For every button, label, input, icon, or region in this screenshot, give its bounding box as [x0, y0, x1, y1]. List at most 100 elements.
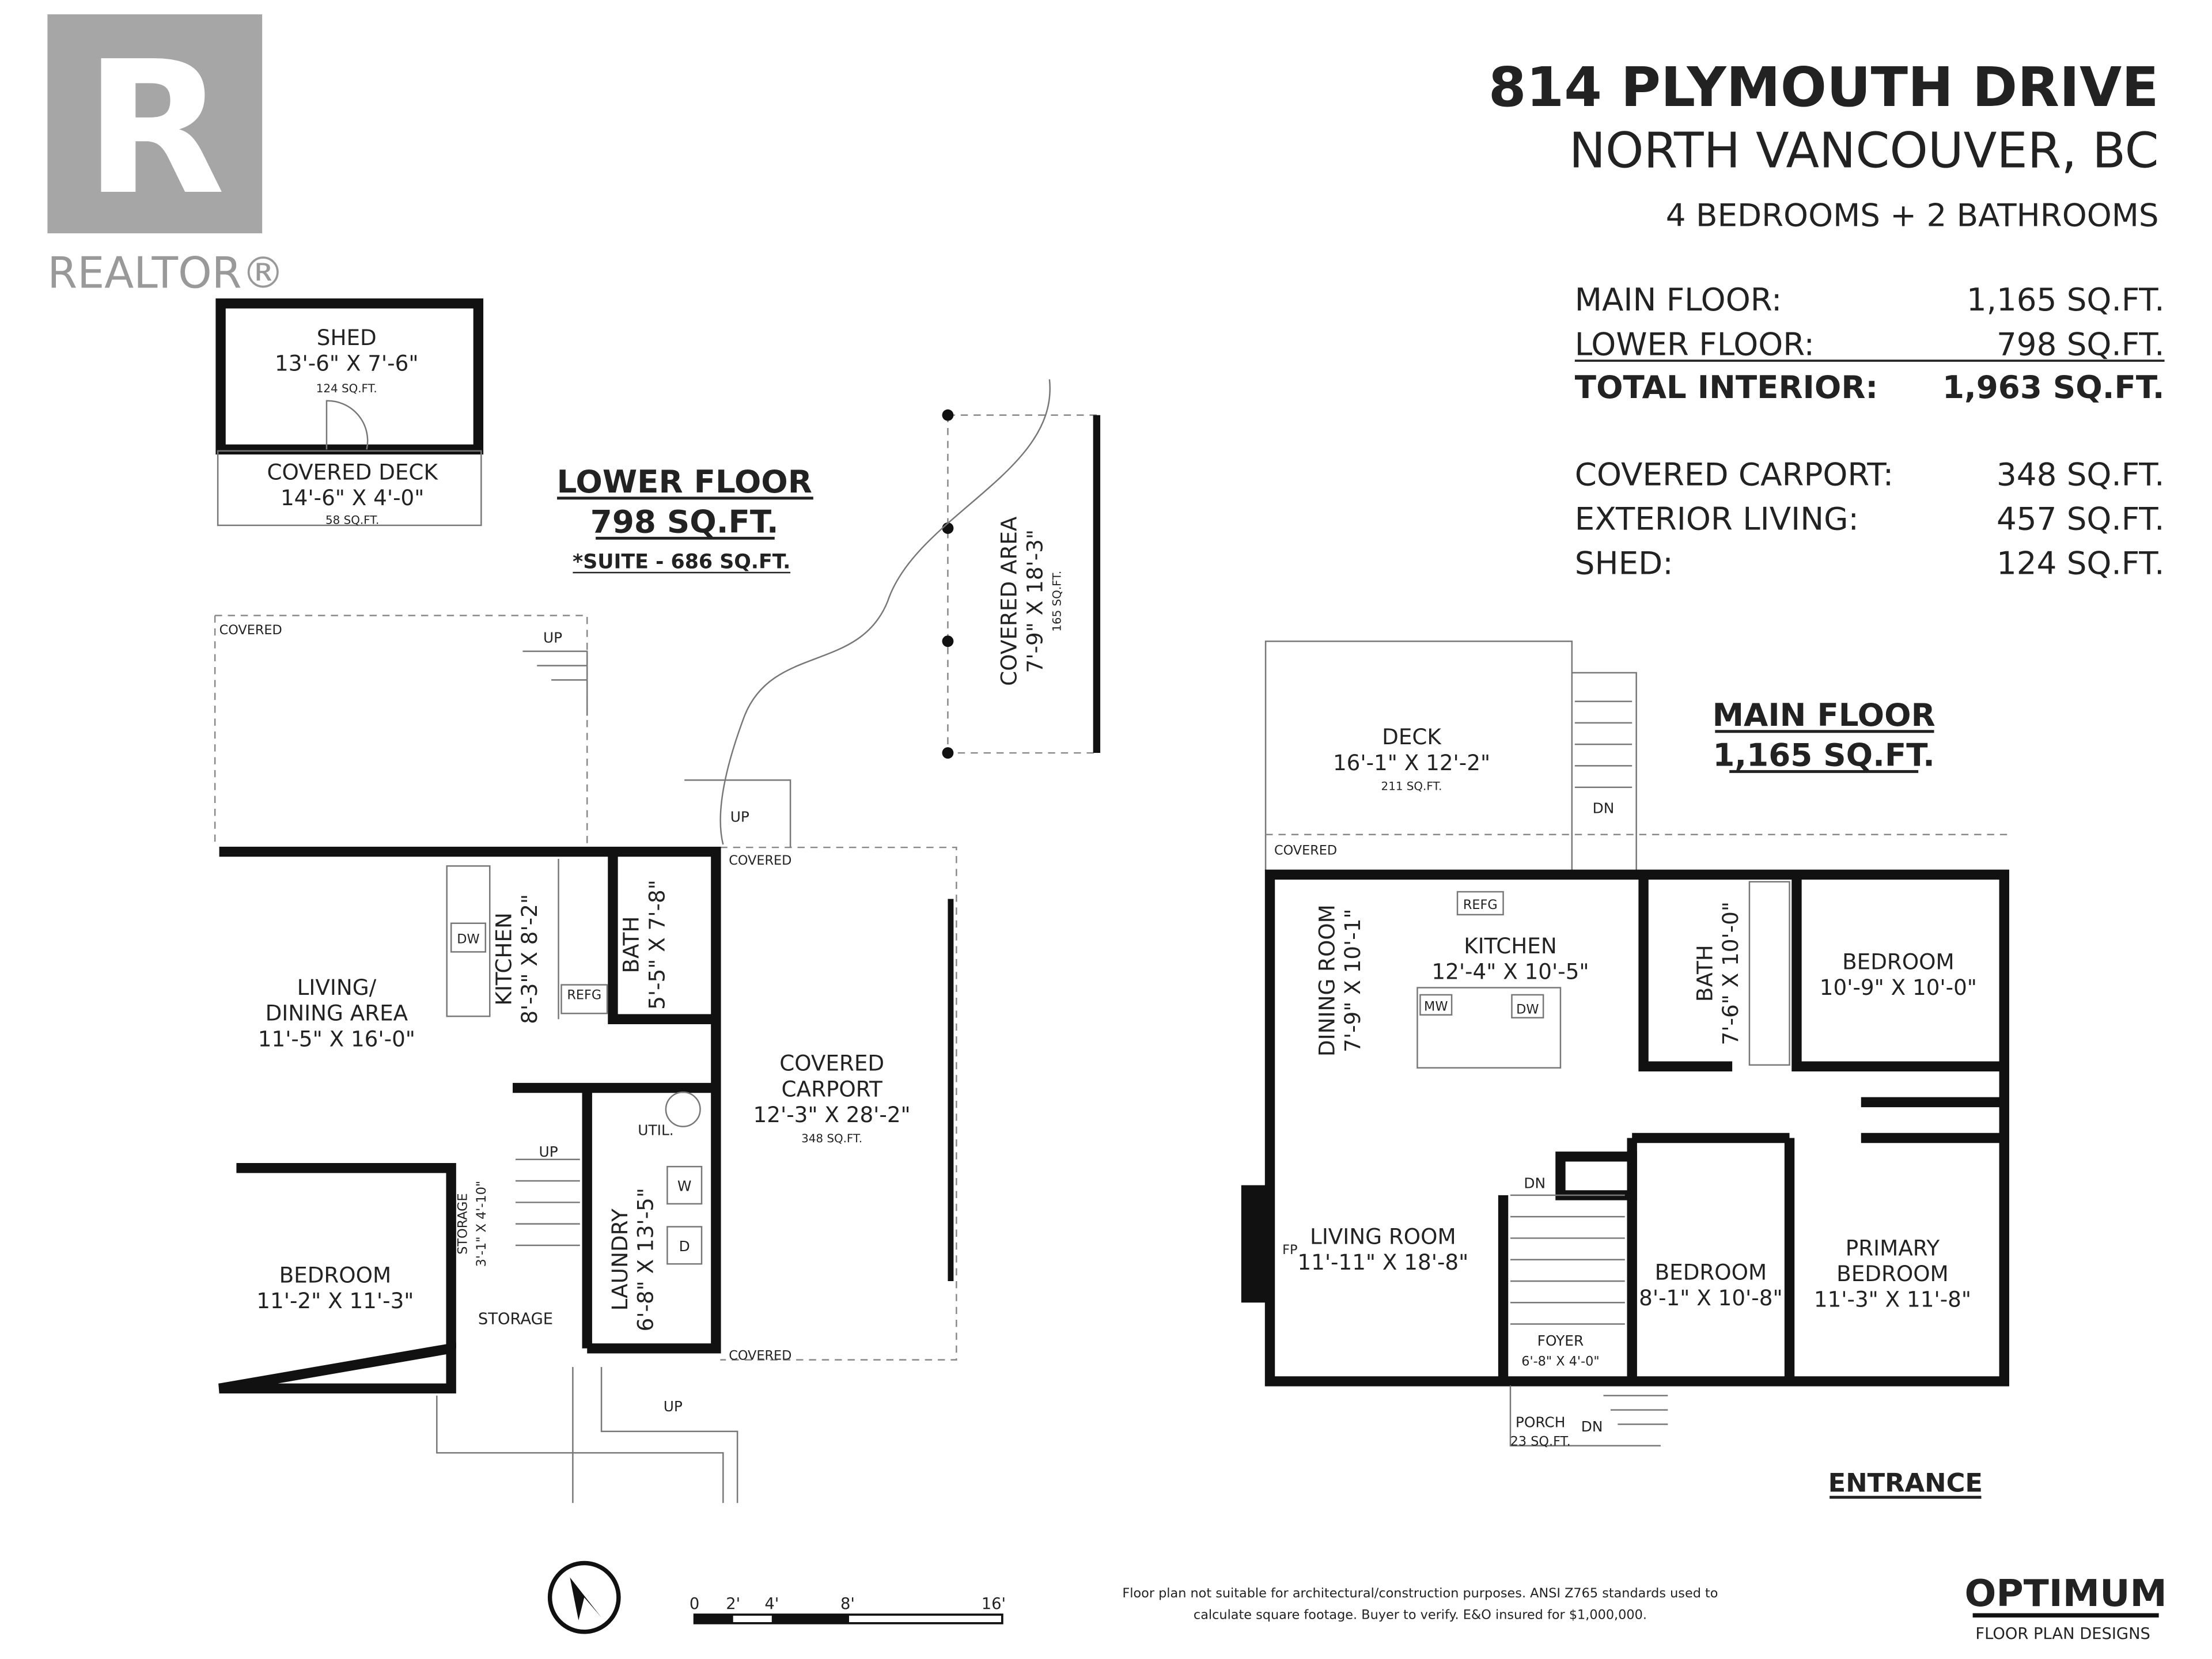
entrance-label: ENTRANCE: [1828, 1467, 1983, 1498]
room-name: COVERED DECK: [267, 459, 438, 484]
room-area: 23 SQ.FT.: [1510, 1434, 1571, 1449]
realtor-logo: R REALTOR®: [47, 14, 285, 298]
room-name: BATH: [619, 916, 644, 974]
room-dims: 6'-8" X 13'-5": [633, 1188, 658, 1331]
room-area: 165 SQ.FT.: [1051, 571, 1064, 632]
lower-floor-title: LOWER FLOOR 798 SQ.FT. *SUITE - 686 SQ.F…: [557, 463, 813, 574]
room-name: LIVING/: [297, 975, 377, 1000]
area-label: LOWER FLOOR:: [1575, 325, 1815, 362]
stair-label: UP: [730, 808, 749, 825]
main-floor-title: MAIN FLOOR 1,165 SQ.FT.: [1713, 696, 1936, 774]
area-value: 1,165 SQ.FT.: [1967, 281, 2165, 318]
room-dims: 11'-3" X 11'-8": [1814, 1287, 1971, 1312]
scale-tick: 16': [982, 1595, 1006, 1613]
fireplace-label: FP: [1282, 1243, 1297, 1257]
appliance-label: REFG: [567, 987, 601, 1002]
room-area: 58 SQ.FT.: [325, 513, 379, 527]
covered-label: COVERED: [1274, 843, 1337, 858]
room-name: BEDROOM: [1655, 1260, 1767, 1285]
room-name: DINING AREA: [266, 1001, 408, 1026]
room-dims: 5'-5" X 7'-8": [644, 880, 669, 1010]
room-name: PORCH: [1516, 1414, 1566, 1430]
room-name: CARPORT: [782, 1076, 882, 1101]
room-name: SHED: [317, 325, 377, 350]
stair-label: DN: [1593, 800, 1615, 816]
room-dims: 7'-9" X 18'-3": [1022, 529, 1047, 673]
appliance-label: DW: [1516, 1002, 1539, 1017]
area-value: 1,963 SQ.FT.: [1942, 369, 2165, 406]
area-label: EXTERIOR LIVING:: [1575, 500, 1859, 537]
area-label: MAIN FLOOR:: [1575, 281, 1782, 318]
logo-brand: REALTOR®: [47, 248, 285, 298]
room-dims: 12'-4" X 10'-5": [1431, 959, 1589, 984]
logo-letter: R: [84, 22, 225, 236]
room-name: LIVING ROOM: [1310, 1224, 1456, 1249]
room-area: 348 SQ.FT.: [801, 1132, 862, 1145]
room-name: FOYER: [1537, 1332, 1584, 1349]
washer-label: W: [677, 1177, 692, 1194]
room-name: DINING ROOM: [1314, 904, 1339, 1056]
room-dims: 8'-3" X 8'-2": [517, 894, 542, 1024]
room-dims: 6'-8" X 4'-0": [1521, 1354, 1599, 1369]
room-dims: 16'-1" X 12'-2": [1333, 750, 1490, 775]
room-name: STORAGE: [478, 1310, 553, 1328]
room-dims: 14'-6" X 4'-0": [281, 485, 424, 510]
brand-sub: FLOOR PLAN DESIGNS: [1975, 1625, 2150, 1643]
disclaimer-line: Floor plan not suitable for architectura…: [1122, 1586, 1718, 1601]
scale-tick: 0: [690, 1595, 699, 1613]
room-count: 4 BEDROOMS + 2 BATHROOMS: [1666, 197, 2159, 234]
stair-label: UP: [664, 1398, 683, 1415]
room-name: BEDROOM: [1836, 1261, 1949, 1286]
room-dims: 11'-5" X 16'-0": [258, 1026, 415, 1051]
suite-sqft: *SUITE - 686 SQ.FT.: [573, 551, 790, 574]
area-value: 457 SQ.FT.: [1997, 500, 2165, 537]
floor-sqft: 798 SQ.FT.: [590, 503, 779, 540]
appliance-label: REFG: [1463, 897, 1498, 912]
scale-tick: 8': [840, 1595, 855, 1613]
scale-tick: 4': [764, 1595, 779, 1613]
covered-label: COVERED: [729, 1349, 791, 1363]
covered-label: COVERED: [729, 853, 791, 868]
appliance-label: DW: [457, 932, 479, 947]
stair-label: DN: [1524, 1175, 1546, 1191]
room-name: BEDROOM: [1842, 949, 1955, 974]
area-label: TOTAL INTERIOR:: [1575, 369, 1878, 406]
lower-floor-plan: COVERED UP UP COVERED COVERED DW REFG W …: [214, 615, 957, 1503]
area-label: COVERED CARPORT:: [1575, 456, 1893, 493]
covered-label: COVERED: [219, 623, 282, 638]
scale-tick: 2': [726, 1595, 740, 1613]
room-name: BATH: [1692, 945, 1717, 1002]
room-area: 124 SQ.FT.: [316, 382, 377, 395]
floor-title: LOWER FLOOR: [557, 463, 812, 500]
room-name: KITCHEN: [491, 912, 517, 1005]
room-name: STORAGE: [455, 1193, 470, 1254]
covered-area: COVERED AREA 7'-9" X 18'-3" 165 SQ.FT.: [719, 379, 1101, 845]
room-dims: 8'-1" X 10'-8": [1639, 1285, 1782, 1310]
area-value: 348 SQ.FT.: [1997, 456, 2165, 493]
room-area: 211 SQ.FT.: [1381, 780, 1442, 793]
appliance-label: MW: [1424, 999, 1448, 1014]
area-summary: MAIN FLOOR: 1,165 SQ.FT. LOWER FLOOR: 79…: [1575, 281, 2165, 581]
city: NORTH VANCOUVER, BC: [1569, 123, 2159, 179]
room-name: UTIL.: [638, 1122, 673, 1139]
property-header: 814 PLYMOUTH DRIVE NORTH VANCOUVER, BC 4…: [1488, 56, 2159, 234]
room-name: KITCHEN: [1464, 933, 1556, 959]
brand-name: OPTIMUM: [1964, 1572, 2166, 1615]
disclaimer-line: calculate square footage. Buyer to verif…: [1194, 1607, 1647, 1622]
room-dims: 12'-3" X 28'-2": [753, 1102, 911, 1127]
floor-sqft: 1,165 SQ.FT.: [1713, 736, 1935, 773]
address: 814 PLYMOUTH DRIVE: [1488, 56, 2159, 119]
stair-label: UP: [539, 1143, 558, 1160]
room-name: PRIMARY: [1846, 1235, 1940, 1260]
area-label: SHED:: [1575, 544, 1673, 581]
room-dims: 10'-9" X 10'-0": [1820, 975, 1977, 1000]
room-name: DECK: [1382, 724, 1442, 749]
floor-title: MAIN FLOOR: [1713, 696, 1936, 733]
main-floor-plan: DN COVERED DECK 16'-1" X 12'-2" 211 SQ.F…: [1241, 640, 2010, 1499]
dryer-label: D: [679, 1238, 690, 1255]
north-arrow-icon: [547, 1560, 621, 1634]
room-name: BEDROOM: [279, 1262, 392, 1287]
scale-bar: 0 2' 4' 8' 16': [690, 1595, 1006, 1624]
